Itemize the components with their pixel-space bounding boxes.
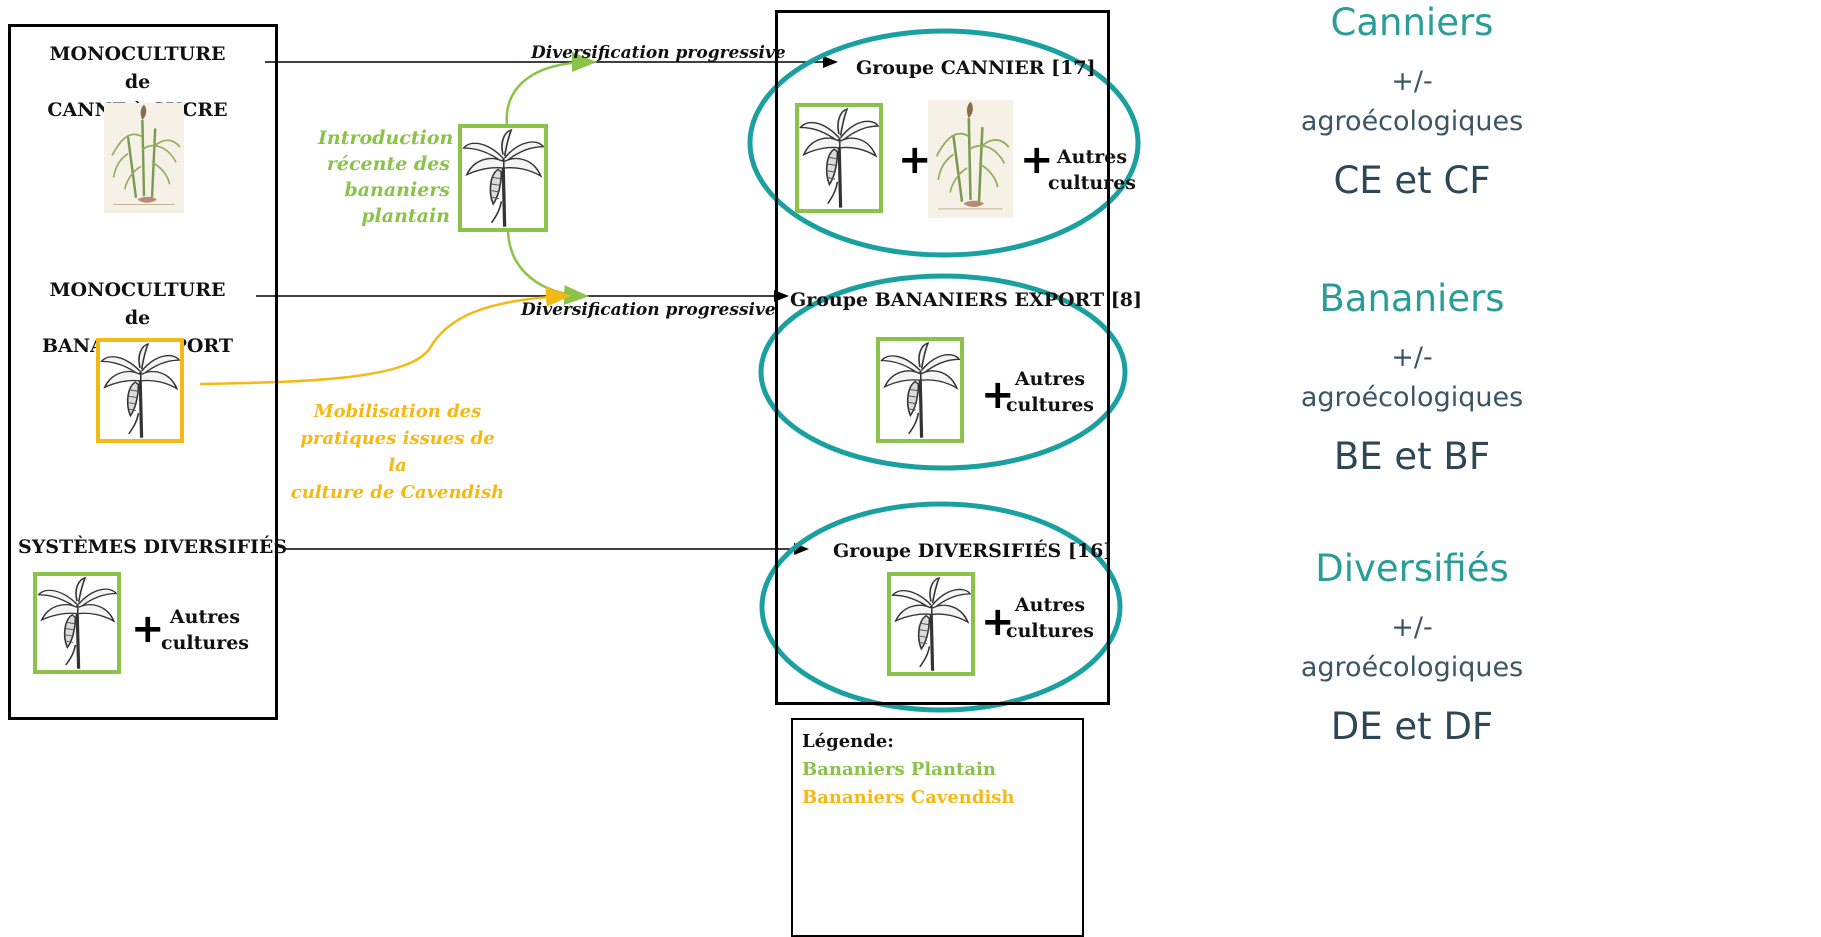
introduction-label: Introduction récente des bananiers plant… xyxy=(318,125,454,229)
plus-icon: + xyxy=(131,606,165,652)
mobilisation-line2: pratiques issues de la xyxy=(300,428,495,476)
cavendish-banana-icon xyxy=(96,338,184,443)
plantain-banana-icon xyxy=(33,572,121,674)
autres-cultures-diversifies: Autres cultures xyxy=(1004,592,1096,644)
plus-icon: + xyxy=(981,372,1015,418)
autres-line1: Autres xyxy=(1014,594,1086,616)
canne-title-line1: MONOCULTURE de xyxy=(49,43,226,93)
legend-plantain: Bananiers Plantain xyxy=(802,759,996,780)
side-canniers-code: CE et CF xyxy=(1333,159,1491,202)
side-diversifies: Diversifiés +/- agroécologiques DE et DF xyxy=(1262,546,1562,750)
side-diversifies-line2: agroécologiques xyxy=(1300,652,1524,683)
cannier-sugarcane-illustration xyxy=(928,100,1013,218)
autres-cultures-bananiers: Autres cultures xyxy=(1004,366,1096,418)
autres-line1: Autres xyxy=(1056,146,1128,168)
legend-content: Légende: Bananiers Plantain Bananiers Ca… xyxy=(802,728,1015,812)
group-bananiers-title: Groupe BANANIERS EXPORT [8] xyxy=(790,289,1142,311)
legend-title: Légende: xyxy=(802,731,894,752)
legend-cavendish: Bananiers Cavendish xyxy=(802,787,1015,808)
diversification-top-label: Diversification progressive xyxy=(531,43,786,63)
arrow-plantain-up xyxy=(505,52,597,133)
mobilisation-line1: Mobilisation des xyxy=(313,401,482,422)
group-diversifies-title: Groupe DIVERSIFIÉS [16] xyxy=(833,540,1113,562)
mobilisation-line3: culture de Cavendish xyxy=(290,482,505,503)
legend-box xyxy=(791,718,1084,937)
ellipse-cannier xyxy=(747,28,1141,258)
groups-box xyxy=(775,10,1110,705)
diversifies-title: SYSTÈMES DIVERSIFIÉS xyxy=(18,536,288,558)
autres-cultures-left: Autres cultures xyxy=(155,604,255,656)
autres-line2: cultures xyxy=(1006,394,1094,416)
banane-title-line1: MONOCULTURE de xyxy=(49,279,226,329)
group-cannier-title: Groupe CANNIER [17] xyxy=(856,57,1096,79)
side-canniers: Canniers +/- agroécologiques CE et CF xyxy=(1262,0,1562,204)
diversifies-plantain-icon xyxy=(887,572,975,676)
sugarcane-illustration xyxy=(104,103,184,213)
introduction-line4: plantain xyxy=(361,205,450,227)
diversification-mid-label: Diversification progressive xyxy=(521,300,776,320)
introduced-plantain-icon xyxy=(458,124,548,232)
side-bananiers-line2: agroécologiques xyxy=(1300,382,1524,413)
origin-systems-box xyxy=(8,24,278,720)
introduction-line3: bananiers xyxy=(344,179,450,201)
side-canniers-line2: agroécologiques xyxy=(1300,106,1524,137)
side-bananiers-code: BE et BF xyxy=(1333,435,1491,478)
side-bananiers-line1: +/- xyxy=(1391,342,1433,373)
plus-icon: + xyxy=(1020,137,1054,183)
side-diversifies-line1: +/- xyxy=(1391,612,1433,643)
side-bananiers: Bananiers +/- agroécologiques BE et BF xyxy=(1262,276,1562,480)
autres-line2: cultures xyxy=(1048,172,1136,194)
arrow-cavendish xyxy=(199,286,571,386)
autres-line1: Autres xyxy=(169,606,241,628)
mobilisation-label: Mobilisation des pratiques issues de la … xyxy=(290,398,505,506)
side-diversifies-code: DE et DF xyxy=(1330,705,1494,748)
autres-line2: cultures xyxy=(1006,620,1094,642)
ellipse-bananiers xyxy=(758,273,1128,471)
autres-line1: Autres xyxy=(1014,368,1086,390)
introduction-line2: récente des xyxy=(326,153,450,175)
side-canniers-line1: +/- xyxy=(1391,66,1433,97)
autres-line2: cultures xyxy=(161,632,249,654)
ellipse-diversifies xyxy=(759,501,1123,713)
side-diversifies-title: Diversifiés xyxy=(1315,547,1509,590)
banane-title: MONOCULTURE de BANANE EXPORT xyxy=(35,276,240,360)
cannier-plantain-icon xyxy=(795,103,883,213)
arrow-plantain-down xyxy=(506,231,589,306)
plus-icon: + xyxy=(981,599,1015,645)
side-canniers-title: Canniers xyxy=(1330,1,1494,44)
autres-cultures-cannier: Autres cultures xyxy=(1044,144,1140,196)
introduction-line1: Introduction xyxy=(318,127,454,149)
side-bananiers-title: Bananiers xyxy=(1319,277,1505,320)
bananiers-plantain-icon xyxy=(876,337,964,443)
plus-icon: + xyxy=(898,137,932,183)
